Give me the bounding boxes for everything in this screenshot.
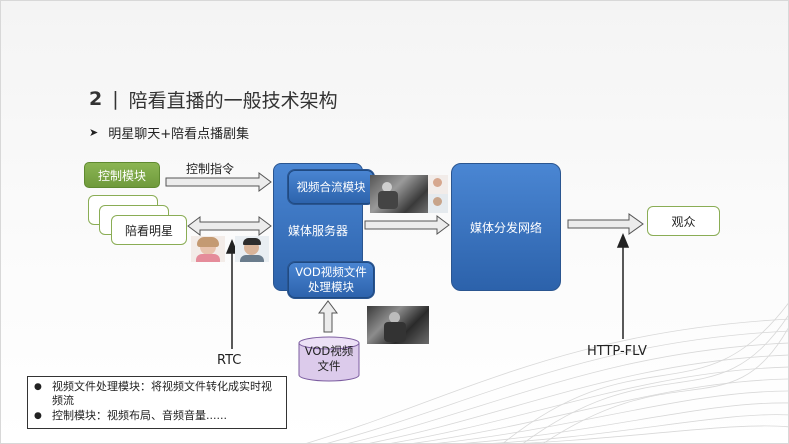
media-server-label: 媒体服务器 — [287, 224, 348, 238]
audience-box: 观众 — [647, 206, 720, 236]
bullet-icon: ● — [34, 411, 42, 421]
control-module-box: 控制模块 — [84, 162, 160, 188]
video-mix-module-box: 视频合流模块 — [287, 169, 375, 205]
rtc-label: RTC — [217, 353, 242, 368]
http-flv-pointer-arrow — [616, 233, 630, 339]
note-text: 控制模块：视频布局、音频音量...... — [52, 409, 227, 422]
merged-video-thumbnail — [370, 175, 448, 213]
bullet-icon: ● — [34, 382, 42, 392]
title-number: 2 — [89, 88, 103, 110]
vod-file-database-icon — [298, 336, 360, 382]
star-photo-2 — [235, 236, 269, 262]
control-command-label: 控制指令 — [186, 162, 235, 176]
note-item: ● 控制模块：视频布局、音频音量...... — [34, 409, 280, 423]
server-to-cdn-arrow — [364, 215, 450, 235]
subtitle-text: 明星聊天+陪看点播剧集 — [108, 127, 250, 142]
note-text: 视频文件处理模块：将视频文件转化成实时视频流 — [52, 380, 272, 407]
page-title: 2 | 陪看直播的一般技术架构 — [89, 86, 338, 112]
companion-star-box: 陪看明星 — [111, 215, 187, 245]
notes-box: ● 视频文件处理模块：将视频文件转化成实时视频流 ● 控制模块：视频布局、音频音… — [27, 376, 287, 429]
vod-file-label: VOD视频文件 — [304, 344, 354, 373]
rtc-double-arrow — [187, 216, 272, 236]
http-flv-label: HTTP-FLV — [587, 344, 647, 359]
title-text: 陪看直播的一般技术架构 — [128, 89, 338, 112]
subtitle: ➤ 明星聊天+陪看点播剧集 — [89, 123, 249, 142]
rtc-pointer-arrow — [225, 239, 239, 349]
note-item: ● 视频文件处理模块：将视频文件转化成实时视频流 — [34, 380, 280, 408]
arrowhead-bullet-icon: ➤ — [89, 126, 99, 139]
vod-up-arrow — [318, 300, 338, 333]
title-separator: | — [112, 88, 119, 110]
control-command-arrow — [165, 172, 272, 192]
vod-processing-module-box: VOD视频文件处理模块 — [287, 261, 375, 299]
cdn-box: 媒体分发网络 — [451, 163, 561, 291]
vod-movie-thumbnail — [367, 306, 429, 344]
star-photo-1 — [191, 236, 225, 262]
cdn-to-audience-arrow — [567, 213, 644, 235]
